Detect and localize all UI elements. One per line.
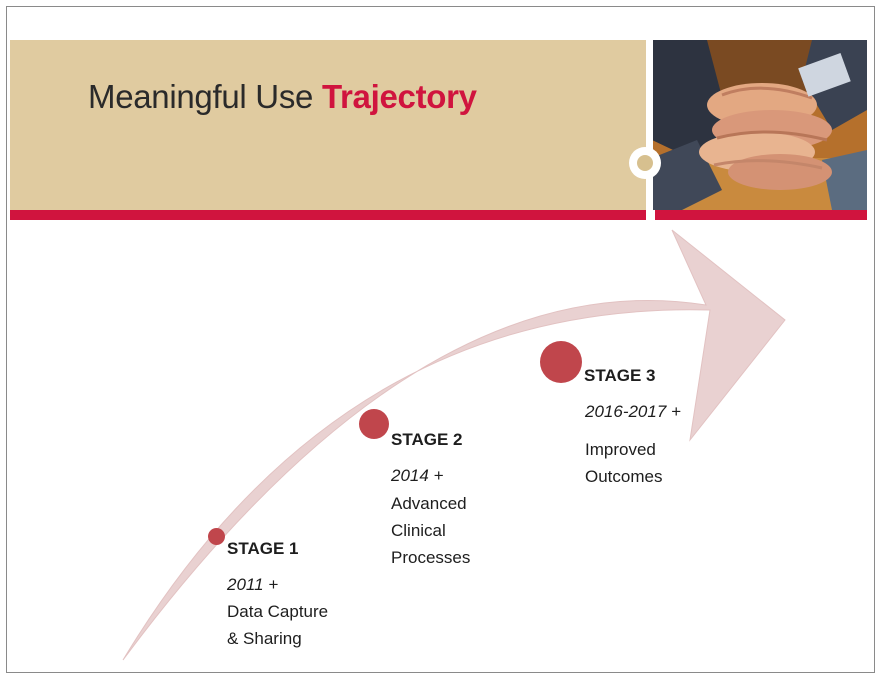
stage-2-description-line: Clinical (391, 521, 446, 540)
title-accent: Trajectory (321, 78, 477, 115)
stage-1-description-line: & Sharing (227, 629, 302, 648)
stage-1-description: Data Capture & Sharing (227, 598, 328, 652)
stage-3-marker (540, 341, 582, 383)
stacked-hands-image (652, 40, 867, 210)
stage-1-marker (208, 528, 225, 545)
stage-2-description-line: Processes (391, 548, 471, 567)
header-divider (646, 40, 653, 222)
stage-2-year: 2014 + (391, 466, 444, 485)
stage-3-description: Improved Outcomes (585, 436, 662, 490)
title-band (10, 40, 648, 210)
stage-3-name: STAGE 3 (584, 366, 656, 385)
stage-3-year: 2016-2017 + (585, 402, 681, 421)
trajectory-arrow-shape (122, 229, 786, 661)
connector-dot-center (637, 155, 653, 171)
stage-2-marker (359, 409, 389, 439)
title-underline-bar (10, 210, 648, 220)
stage-1-name: STAGE 1 (227, 539, 299, 558)
stage-1-year: 2011 + (227, 575, 279, 594)
teamwork-hands-photo (652, 40, 867, 210)
title-plain: Meaningful Use (88, 78, 322, 115)
stage-1-description-line: Data Capture (227, 602, 329, 621)
stage-2-name: STAGE 2 (391, 430, 463, 449)
stage-2-description-line: Advanced (391, 494, 467, 513)
slide-title: Meaningful Use Trajectory (88, 78, 477, 116)
stage-3-description-line: Improved (585, 440, 656, 459)
photo-underline-bar (655, 210, 867, 220)
stage-2-description: Advanced Clinical Processes (391, 490, 470, 571)
stage-3-description-line: Outcomes (585, 467, 663, 486)
